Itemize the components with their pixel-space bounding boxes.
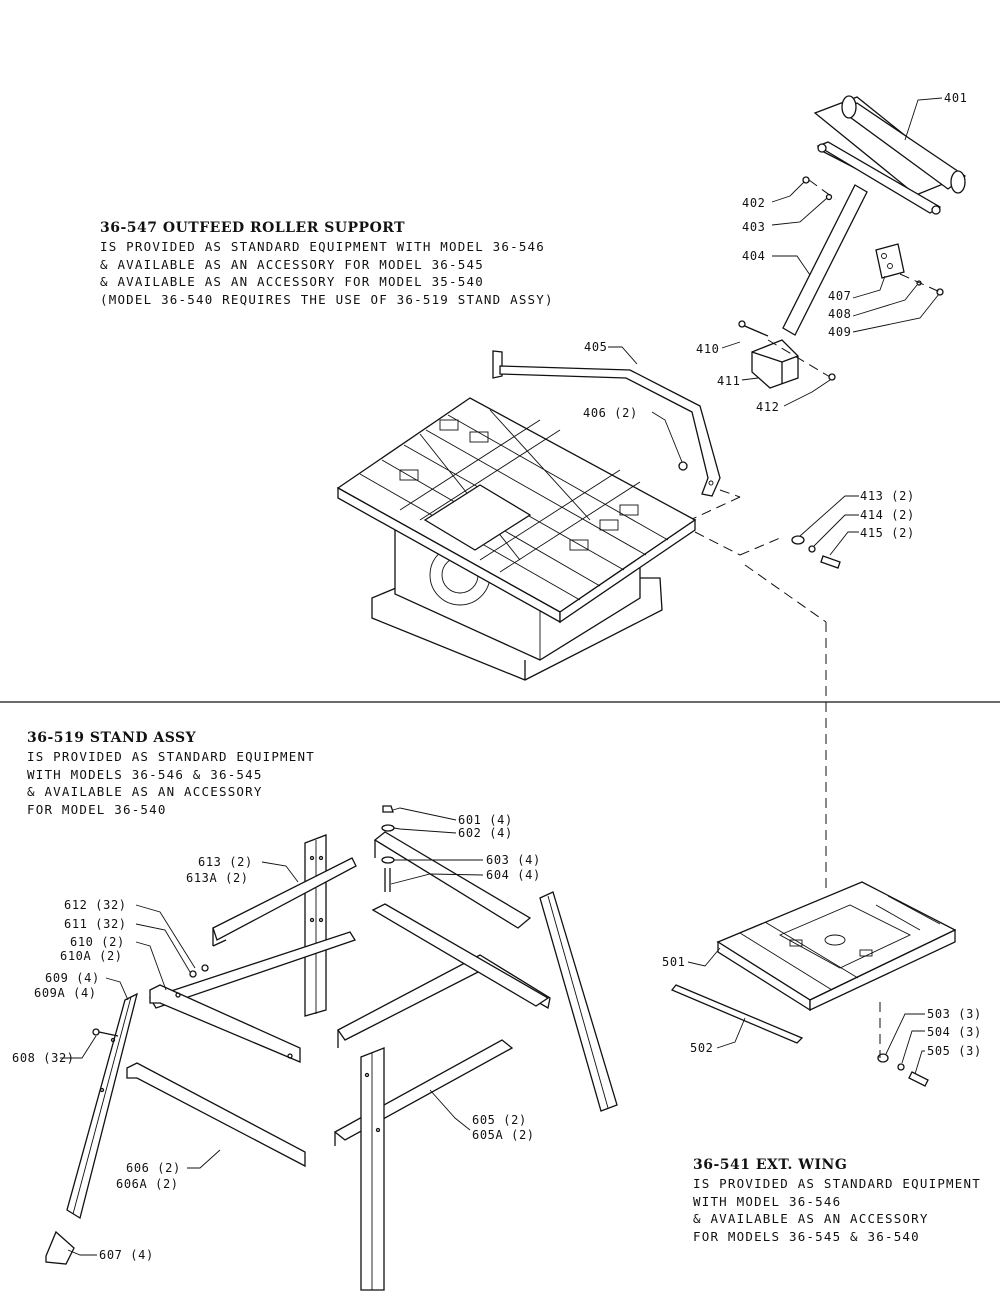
label-404: 404: [742, 249, 765, 263]
label-410: 410: [696, 342, 719, 356]
outfeed-line-1: IS PROVIDED AS STANDARD EQUIPMENT WITH M…: [100, 239, 546, 254]
label-601: 601 (4): [458, 813, 513, 827]
support-tube-404: [782, 184, 868, 336]
wing-line-4: FOR MODELS 36-545 & 36-540: [693, 1228, 920, 1244]
label-613a: 613A (2): [186, 871, 249, 885]
label-609: 609 (4): [45, 971, 100, 985]
label-604: 604 (4): [486, 868, 541, 882]
stand-line-3: & AVAILABLE AS AN ACCESSORY: [27, 784, 263, 799]
label-610a: 610A (2): [60, 949, 123, 963]
stand-line-1: IS PROVIDED AS STANDARD EQUIPMENT: [27, 749, 315, 764]
label-503: 503 (3): [927, 1007, 982, 1021]
mount-bracket-411: [751, 339, 799, 389]
wing-line-2: WITH MODEL 36-546: [693, 1193, 842, 1209]
roller-part-401: [813, 95, 967, 215]
clamp-plate-407: [875, 243, 905, 279]
label-606: 606 (2): [126, 1161, 181, 1175]
label-606a: 606A (2): [116, 1177, 179, 1191]
outfeed-roller-description: IS PROVIDED AS STANDARD EQUIPMENT WITH M…: [100, 238, 554, 308]
label-611: 611 (32): [64, 917, 127, 931]
ext-wing-description: IS PROVIDED AS STANDARD EQUIPMENT WITH M…: [693, 1175, 981, 1245]
label-409: 409: [828, 325, 851, 339]
label-501: 501: [662, 955, 685, 969]
ext-wing-title: 36-541 EXT. WING: [693, 1157, 848, 1173]
label-609a: 609A (4): [34, 986, 97, 1000]
outfeed-roller-title: 36-547 OUTFEED ROLLER SUPPORT: [100, 220, 406, 236]
label-401: 401: [944, 91, 967, 105]
extension-wing-501: [716, 881, 957, 1012]
outfeed-line-4: (MODEL 36-540 REQUIRES THE USE OF 36-519…: [100, 291, 554, 307]
label-412: 412: [756, 400, 779, 414]
label-413: 413 (2): [860, 489, 915, 503]
label-602: 602 (4): [458, 826, 513, 840]
label-406: 406 (2): [583, 406, 638, 420]
label-402: 402: [742, 196, 765, 210]
outfeed-roller-assembly: [492, 95, 967, 521]
label-407: 407: [828, 289, 851, 303]
wing-line-1: IS PROVIDED AS STANDARD EQUIPMENT: [693, 1176, 981, 1191]
label-613: 613 (2): [198, 855, 253, 869]
label-505: 505 (3): [927, 1044, 982, 1058]
label-411: 411: [717, 374, 740, 388]
label-608: 608 (32): [12, 1051, 75, 1065]
table-saw-body: [336, 397, 697, 681]
label-403: 403: [742, 220, 765, 234]
label-414: 414 (2): [860, 508, 915, 522]
stand-line-2: WITH MODELS 36-546 & 36-545: [27, 766, 263, 782]
label-612: 612 (32): [64, 898, 127, 912]
stand-assembly: [45, 805, 618, 1291]
label-603: 603 (4): [486, 853, 541, 867]
label-405: 405: [584, 340, 607, 354]
wing-strip-502: [670, 984, 804, 1044]
label-415: 415 (2): [860, 526, 915, 540]
label-605: 605 (2): [472, 1113, 527, 1127]
label-607: 607 (4): [99, 1248, 154, 1262]
label-408: 408: [828, 307, 851, 321]
outfeed-line-2: & AVAILABLE AS AN ACCESSORY FOR MODEL 36…: [100, 256, 484, 272]
label-504: 504 (3): [927, 1025, 982, 1039]
wing-line-3: & AVAILABLE AS AN ACCESSORY: [693, 1211, 929, 1226]
stand-assy-title: 36-519 STAND ASSY: [27, 730, 197, 746]
stand-line-4: FOR MODEL 36-540: [27, 801, 167, 817]
leader-lines: [60, 97, 943, 1256]
label-605a: 605A (2): [472, 1128, 535, 1142]
outfeed-line-3: & AVAILABLE AS AN ACCESSORY FOR MODEL 35…: [100, 274, 484, 289]
stand-assy-description: IS PROVIDED AS STANDARD EQUIPMENT WITH M…: [27, 748, 315, 818]
support-arm-405: [492, 350, 721, 497]
label-610: 610 (2): [70, 935, 125, 949]
label-502: 502: [690, 1041, 713, 1055]
